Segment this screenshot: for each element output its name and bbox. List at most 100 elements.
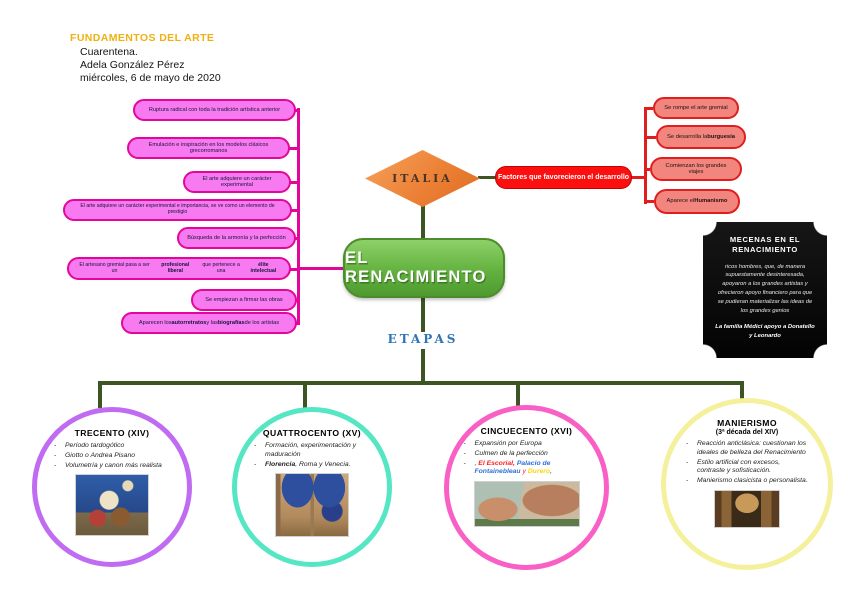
bullet-text: Estilo artificial con excesos, contraste… <box>697 458 781 475</box>
italia-diamond-node: ITALIA <box>365 150 480 207</box>
stage-circle-manierismo: MANIERISMO (3ª década del XIV) - Reacció… <box>661 398 833 570</box>
characteristic-bubble: Ruptura radical con toda la tradición ar… <box>133 99 296 121</box>
connector-line <box>290 209 300 212</box>
bullet-dash: - <box>463 440 466 447</box>
date-line: miércoles, 6 de mayo de 2020 <box>80 72 221 84</box>
characteristic-bubble: Se empiezan a firmar las obras <box>191 289 297 311</box>
factor-bubble: Se rompe el arte gremial <box>653 97 739 119</box>
bullet-dash: - <box>254 460 257 468</box>
bullet-dash: - <box>463 459 466 467</box>
bullet-dash: - <box>254 442 257 449</box>
list-item: - Culmen de la perfección <box>464 450 590 459</box>
stage-bullet-list: - Período tardogótico - Giotto o Andrea … <box>54 441 170 471</box>
characteristic-bubble: El arte adquiere un carácter experimenta… <box>63 199 292 221</box>
bullet-text: Período tardogótico <box>65 442 125 449</box>
connector-line <box>303 381 307 408</box>
bullet-dash: - <box>54 461 57 469</box>
stage-circle-cincuecento: CINCUECENTO (XVI) - Expansión por Europa… <box>444 405 609 570</box>
bullet-dash: - <box>686 440 689 447</box>
stage-bullet-list: - Reacción anticlásica: cuestionan los i… <box>686 439 808 487</box>
mecenas-body: ricos hombres, que, de manera supuestame… <box>717 263 813 315</box>
connector-line <box>295 299 300 302</box>
stage-bullet-list: - Expansión por Europa - Culmen de la pe… <box>464 439 590 478</box>
characteristic-bubble: Búsqueda de la armonía y la perfección <box>177 227 296 249</box>
characteristic-bubble: El artesano gremial pasa a ser un profes… <box>67 257 291 280</box>
factor-bubble: Comienzan los grandes viajes <box>650 157 742 181</box>
connector-line <box>421 297 425 332</box>
mecenas-title: MECENAS EN EL RENACIMIENTO <box>729 235 801 255</box>
list-item: - Giotto o Andrea Pisano <box>54 452 170 461</box>
connector-line <box>288 147 300 150</box>
bullet-dash: - <box>54 442 57 449</box>
mecenas-plaque: MECENAS EN EL RENACIMIENTO ricos hombres… <box>703 222 827 358</box>
factor-bubble: Se desarrolla la burguesía <box>656 125 746 149</box>
author-name: Adela González Pérez <box>80 59 185 71</box>
characteristic-bubble: Aparecen los autorretratos y las biograf… <box>121 312 297 334</box>
bullet-dash: - <box>54 451 57 459</box>
bullet-dash: - <box>686 458 689 466</box>
list-item: - Manierismo clasicista o personalista. <box>686 477 808 486</box>
connector-line <box>646 168 650 171</box>
stages-label: ETAPAS <box>387 332 459 346</box>
list-item: - , El Escorial, Palacio de Fontaineblea… <box>464 460 590 478</box>
connector-line <box>646 200 654 203</box>
connector-line <box>289 181 300 184</box>
bullet-text: Giotto o Andrea Pisano <box>65 451 136 459</box>
list-item: - Período tardogótico <box>54 442 170 451</box>
connector-line <box>631 176 644 179</box>
stage-bullet-list: - Formación, experimentación y maduració… <box>254 441 370 470</box>
bullet-text: Culmen de la perfección <box>474 449 548 457</box>
stage-circle-quattrocento: QUATTROCENTO (XV) - Formación, experimen… <box>232 407 392 567</box>
connector-line <box>740 381 744 400</box>
list-item: - Expansión por Europa <box>464 440 590 449</box>
connector-line <box>516 381 520 407</box>
stage-circle-trecento: TRECENTO (XIV) - Período tardogótico - G… <box>32 407 192 567</box>
list-item: - Estilo artificial con excesos, contras… <box>686 459 808 477</box>
connector-line <box>646 107 653 110</box>
connector-line <box>98 381 744 385</box>
stage-title: MANIERISMO <box>717 418 777 428</box>
bullet-text: Volumetría y canon más realista <box>65 461 162 469</box>
stage-title: QUATTROCENTO (XV) <box>262 428 362 438</box>
factor-bubble: Aparece el Humanismo <box>654 189 740 214</box>
connector-line <box>421 349 425 383</box>
bullet-dash: - <box>686 477 689 485</box>
bullet-text: Manierismo clasicista o personalista. <box>697 477 808 485</box>
mannerist-interior-image <box>714 490 780 529</box>
bullet-dash: - <box>463 449 466 457</box>
bullet-text: Expansión por Europa <box>474 440 542 447</box>
annunciation-painting-image <box>275 473 349 538</box>
stage-subtitle: (3ª década del XIV) <box>715 429 779 436</box>
connector-line <box>289 268 300 271</box>
connector-line <box>421 205 425 239</box>
connector-line <box>646 136 656 139</box>
course-title: FUNDAMENTOS DEL ARTE <box>70 32 215 44</box>
giotto-fresco-image <box>75 474 149 537</box>
connector-line <box>644 107 647 204</box>
central-topic-label: EL RENACIMIENTO <box>345 249 487 286</box>
italia-label: ITALIA <box>392 172 453 185</box>
bullet-text: Reacción anticlásica: cuestionan los ide… <box>697 440 807 456</box>
bullet-text: , El Escorial, Palacio de Fontainebleau … <box>474 459 552 476</box>
bullet-text: Formación, experimentación y maduración <box>265 442 357 458</box>
connector-line <box>478 176 497 179</box>
list-item: - Formación, experimentación y maduració… <box>254 442 370 460</box>
connector-line <box>297 108 300 324</box>
central-topic-node: EL RENACIMIENTO <box>343 238 505 298</box>
list-item: - Florencia, Roma y Venecia. <box>254 461 370 470</box>
connector-line <box>294 109 300 112</box>
list-item: - Volumetría y canon más realista <box>54 462 170 471</box>
header-subtitle: Cuarentena. <box>80 46 138 58</box>
characteristic-bubble: El arte adquiere un carácter experimenta… <box>183 171 291 193</box>
connector-line <box>98 381 102 408</box>
list-item: - Reacción anticlásica: cuestionan los i… <box>686 440 808 458</box>
stage-title: TRECENTO (XIV) <box>74 428 150 438</box>
bullet-text: Florencia, Roma y Venecia. <box>265 460 351 468</box>
connector-line <box>295 322 300 325</box>
connector-line <box>298 267 345 270</box>
characteristic-bubble: Emulación e inspiración en los modelos c… <box>127 137 290 159</box>
stage-title: CINCUECENTO (XVI) <box>480 426 573 436</box>
creation-of-adam-image <box>473 481 580 528</box>
mecenas-note: La familia Médici apoyo a Donatello y Le… <box>715 324 815 340</box>
